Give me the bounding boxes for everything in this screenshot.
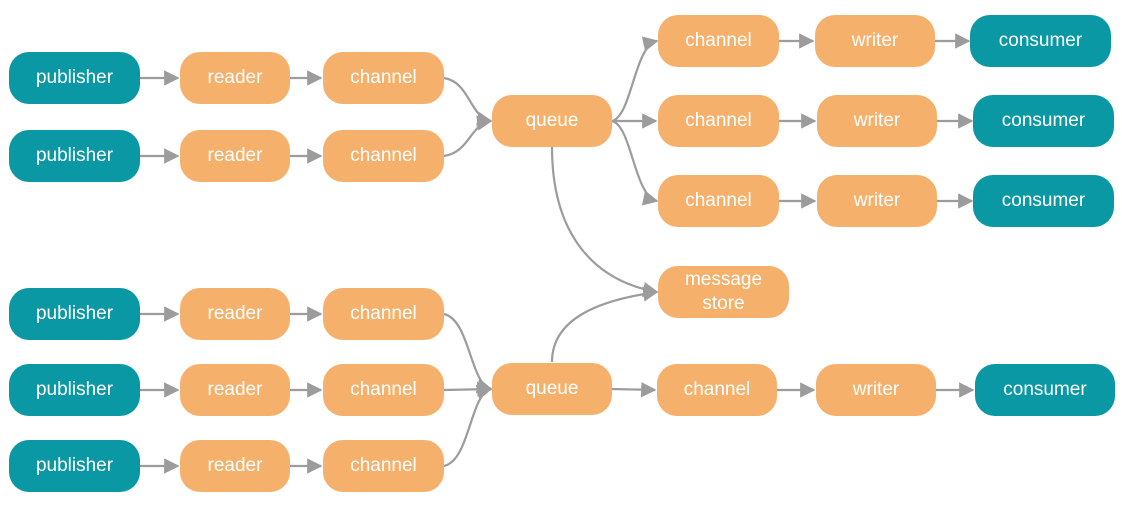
edge-channel3-queue2 [443, 312, 493, 394]
consumer-node: consumer [973, 175, 1114, 227]
reader-node: reader [180, 130, 290, 182]
publisher-node: publisher [9, 288, 140, 340]
channel-node: channel [658, 95, 779, 147]
edge-channel2-queue1 [443, 115, 493, 158]
publisher-node: publisher [9, 364, 140, 416]
edge-channel1-queue1 [443, 76, 493, 127]
queue-node: queue [492, 95, 612, 147]
channel-node: channel [658, 175, 779, 227]
writer-node: writer [817, 175, 937, 227]
message-store-node: message store [658, 266, 789, 318]
channel-node: channel [323, 288, 444, 340]
channel-node: channel [323, 364, 444, 416]
consumer-node: consumer [973, 95, 1114, 147]
reader-node: reader [180, 52, 290, 104]
edge-queue1-outchannel1 [611, 36, 659, 123]
edge-queue2-outchannel4 [611, 381, 657, 398]
channel-node: channel [657, 364, 777, 416]
writer-node: writer [817, 95, 937, 147]
edge-queue1-store [550, 146, 659, 298]
writer-node: writer [815, 15, 935, 67]
channel-node: channel [658, 15, 779, 67]
publisher-node: publisher [9, 52, 140, 104]
consumer-node: consumer [970, 15, 1111, 67]
channel-node: channel [323, 440, 444, 492]
channel-node: channel [323, 52, 444, 104]
edge-channel5-queue2 [443, 384, 493, 468]
reader-node: reader [180, 364, 290, 416]
writer-node: writer [816, 364, 936, 416]
reader-node: reader [180, 288, 290, 340]
edge-channel4-queue2 [443, 381, 493, 397]
edge-queue1-outchannel3 [611, 119, 659, 206]
publisher-node: publisher [9, 130, 140, 182]
reader-node: reader [180, 440, 290, 492]
edge-queue2-store [550, 286, 659, 363]
message-store-line2: store [702, 293, 745, 314]
channel-node: channel [323, 130, 444, 182]
queue-node: queue [492, 363, 612, 415]
publisher-node: publisher [9, 440, 140, 492]
message-store-line1: message [684, 269, 763, 290]
consumer-node: consumer [975, 364, 1115, 416]
